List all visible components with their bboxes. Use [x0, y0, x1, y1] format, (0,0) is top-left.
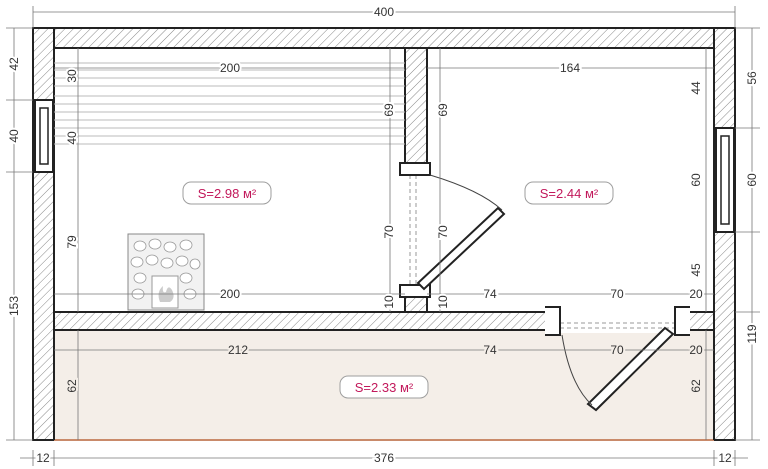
- wall-right: [713, 27, 736, 441]
- dim-steam-width-bottom: 200: [220, 287, 240, 301]
- area-wash-room: S=2.44 м²: [540, 186, 599, 201]
- dim-door-70-right: 70: [436, 225, 450, 239]
- dim-terrace-20: 20: [689, 343, 703, 357]
- dim-left-window: 40: [7, 129, 21, 143]
- dim-wash-width: 164: [560, 61, 580, 75]
- area-steam-room: S=2.98 м²: [198, 186, 257, 201]
- dim-door-70-left: 70: [382, 225, 396, 239]
- area-terrace: S=2.33 м²: [355, 380, 414, 395]
- wall-left: [32, 27, 55, 441]
- area-labels: S=2.98 м² S=2.44 м² S=2.33 м²: [182, 181, 614, 399]
- dim-wash-60: 60: [689, 173, 703, 187]
- dim-bench-69: 69: [382, 103, 396, 117]
- dim-terrace-62-right: 62: [689, 379, 703, 393]
- dim-bench-40: 40: [65, 131, 79, 145]
- dim-wash-45: 45: [689, 263, 703, 277]
- dim-bottom-mid: 376: [374, 451, 394, 465]
- terrace-door-frame-left: [545, 306, 561, 336]
- terrace-door-frame-right: [674, 306, 690, 336]
- dim-right-top: 56: [745, 71, 759, 85]
- dim-right-window: 60: [745, 173, 759, 187]
- steam-door-leaf: [416, 206, 506, 291]
- dim-partition-69: 69: [436, 103, 450, 117]
- terrace-door-opening: [560, 309, 675, 333]
- dim-right-bottom: 119: [745, 324, 759, 343]
- stove-icon: [127, 233, 205, 311]
- wash-room: [427, 48, 714, 312]
- dim-left-top: 42: [7, 57, 21, 71]
- dim-terrace-74: 74: [483, 343, 497, 357]
- dim-bench-30: 30: [65, 69, 79, 83]
- dim-wash-door-70: 70: [610, 287, 624, 301]
- dim-wash-20: 20: [689, 287, 703, 301]
- dim-steam-height: 79: [65, 235, 79, 249]
- dim-bottom-right: 12: [718, 451, 732, 465]
- dimension-lines: [6, 6, 760, 466]
- steam-room: [54, 48, 405, 312]
- terrace-door-swing: [561, 334, 593, 406]
- dim-wash-44: 44: [689, 81, 703, 95]
- dim-terrace-62-left: 62: [65, 379, 79, 393]
- wall-top: [32, 27, 736, 49]
- dim-steam-width-top: 200: [220, 61, 240, 75]
- dim-gap-10-right: 10: [436, 295, 450, 309]
- dim-wash-74: 74: [483, 287, 497, 301]
- dim-overall-width: 400: [374, 5, 394, 19]
- dimension-labels: 400 12 376 12 42 40 153 56 60 119 200 20…: [5, 3, 761, 467]
- door-frame-top: [399, 162, 431, 176]
- dim-gap-10-left: 10: [382, 295, 396, 309]
- terrace-door-leaf: [586, 326, 675, 412]
- dim-bottom-left: 12: [36, 451, 50, 465]
- dim-terrace-212: 212: [228, 343, 248, 357]
- benches: [54, 62, 405, 145]
- dim-terrace-70: 70: [610, 343, 624, 357]
- dim-left-total: 153: [7, 296, 21, 316]
